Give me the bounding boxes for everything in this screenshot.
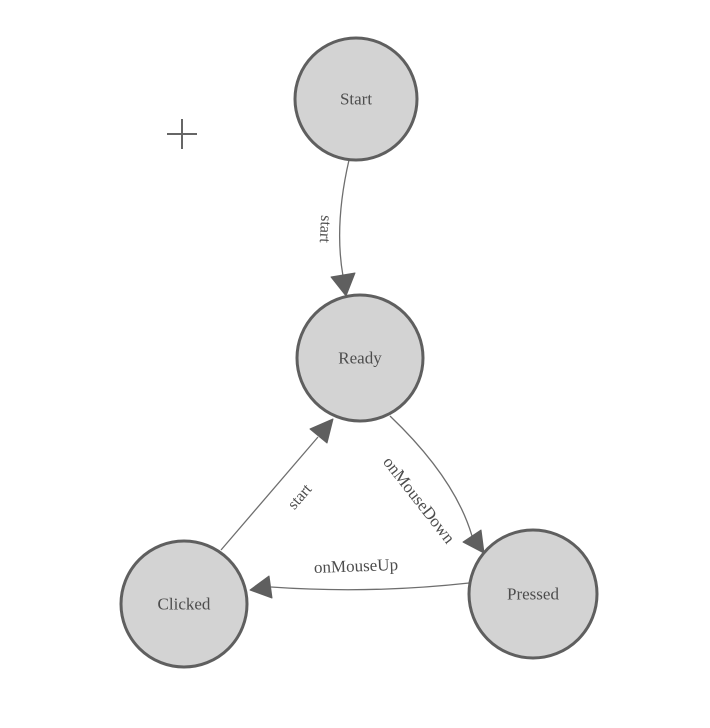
edge-line[interactable] — [389, 415, 473, 537]
edge-label-start-2[interactable]: start — [285, 481, 316, 513]
edge-label-onmouseup[interactable]: onMouseUp — [314, 555, 399, 577]
state-node-clicked[interactable]: Clicked — [119, 539, 249, 669]
state-label-ready: Ready — [338, 349, 382, 368]
state-circle-ready[interactable] — [295, 293, 425, 423]
state-label-start: Start — [340, 90, 372, 109]
edge-line[interactable] — [220, 436, 319, 551]
edge-line[interactable] — [270, 582, 470, 591]
edge-ready-to-pressed[interactable]: onMouseDown — [379, 415, 485, 554]
origin-crosshair-icon — [167, 119, 197, 149]
edge-label-onmousedown[interactable]: onMouseDown — [379, 453, 459, 548]
edge-start-to-ready[interactable]: start — [316, 159, 356, 297]
edge-label-start-1[interactable]: start — [316, 215, 334, 244]
state-node-pressed[interactable]: Pressed — [467, 528, 599, 660]
state-label-pressed: Pressed — [507, 585, 559, 604]
state-circle-clicked[interactable] — [119, 539, 249, 669]
edge-clicked-to-ready[interactable]: start — [220, 418, 334, 551]
arrowhead-icon — [462, 529, 485, 554]
state-node-start[interactable]: Start — [293, 36, 419, 162]
state-circle-start[interactable] — [293, 36, 419, 162]
arrowhead-icon — [330, 272, 356, 297]
edge-line[interactable] — [338, 159, 350, 277]
state-label-clicked: Clicked — [158, 595, 211, 614]
edge-pressed-to-clicked[interactable]: onMouseUp — [249, 555, 470, 599]
arrowhead-icon — [309, 418, 334, 444]
state-circle-pressed[interactable] — [467, 528, 599, 660]
state-node-ready[interactable]: Ready — [295, 293, 425, 423]
arrowhead-icon — [249, 575, 273, 599]
